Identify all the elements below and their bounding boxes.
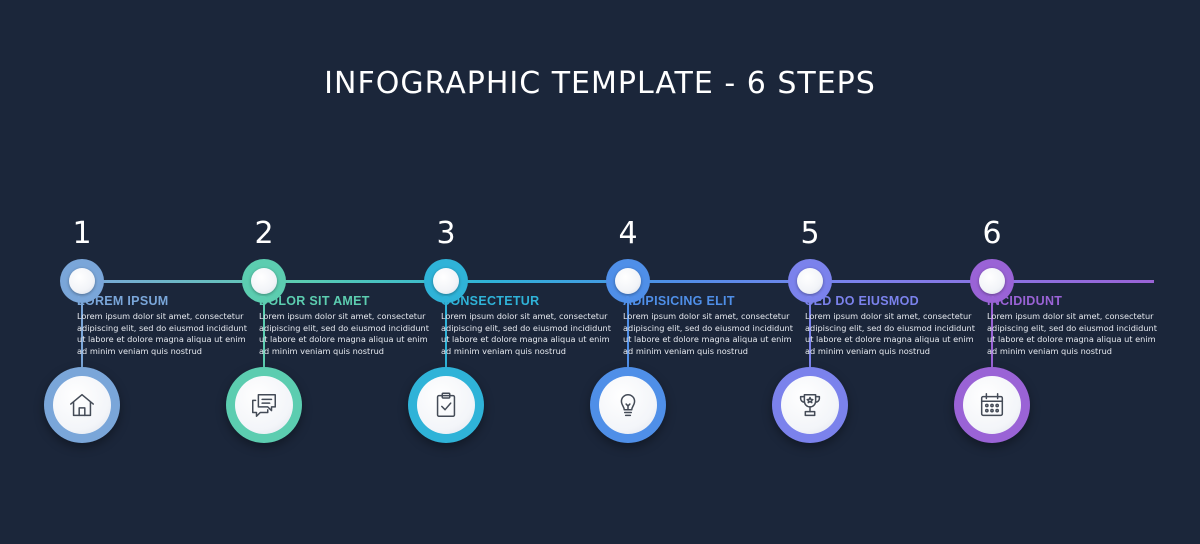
- calendar-icon: [980, 393, 1004, 417]
- icon-badge: [772, 367, 848, 443]
- connector-line: [809, 302, 811, 370]
- connector-line: [81, 302, 83, 370]
- icon-badge: [44, 367, 120, 443]
- step-2: 2 DOLOR SIT AMET Lorem ipsum dolor sit a…: [226, 0, 429, 544]
- step-1: 1 LOREM IPSUM Lorem ipsum dolor sit amet…: [44, 0, 247, 544]
- step-5: 5 SED DO EIUSMOD Lorem ipsum dolor sit a…: [772, 0, 975, 544]
- icon-badge: [408, 367, 484, 443]
- step-heading: DOLOR SIT AMET: [259, 294, 370, 308]
- timeline-node: [60, 259, 104, 303]
- step-heading: ADIPISICING ELIT: [623, 294, 735, 308]
- step-4: 4 ADIPISICING ELIT Lorem ipsum dolor sit…: [590, 0, 793, 544]
- timeline-node: [424, 259, 468, 303]
- icon-badge: [590, 367, 666, 443]
- step-heading: INCIDIDUNT: [987, 294, 1063, 308]
- lightbulb-icon: [620, 393, 636, 417]
- icon-badge: [954, 367, 1030, 443]
- timeline-node: [606, 259, 650, 303]
- chat-bubbles-icon: [252, 393, 276, 417]
- step-number: 4: [618, 216, 638, 251]
- step-number: 1: [72, 216, 92, 251]
- connector-line: [991, 302, 993, 370]
- home-icon: [70, 393, 94, 417]
- page-title: INFOGRAPHIC TEMPLATE - 6 STEPS: [324, 66, 876, 101]
- step-3: 3 CONSECTETUR Lorem ipsum dolor sit amet…: [408, 0, 611, 544]
- clipboard-check-icon: [436, 392, 456, 417]
- icon-badge: [226, 367, 302, 443]
- step-number: 6: [982, 216, 1002, 251]
- step-heading: SED DO EIUSMOD: [805, 294, 919, 308]
- timeline-node: [788, 259, 832, 303]
- connector-line: [445, 302, 447, 370]
- step-heading: CONSECTETUR: [441, 294, 540, 308]
- connector-line: [627, 302, 629, 370]
- step-6: 6 INCIDIDUNT Lorem ipsu: [954, 0, 1157, 544]
- step-number: 3: [436, 216, 456, 251]
- trophy-icon: [799, 393, 821, 417]
- step-number: 5: [800, 216, 820, 251]
- step-heading: LOREM IPSUM: [77, 294, 169, 308]
- step-number: 2: [254, 216, 274, 251]
- timeline-node: [970, 259, 1014, 303]
- connector-line: [263, 302, 265, 370]
- timeline-node: [242, 259, 286, 303]
